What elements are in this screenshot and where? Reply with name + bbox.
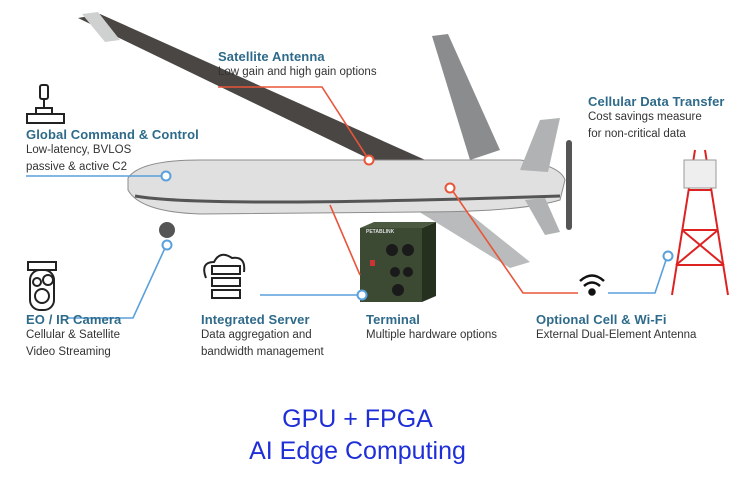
footer-line-1: GPU + FPGA: [282, 405, 433, 433]
global-command-label: Global Command & Control Low-latency, BV…: [26, 127, 199, 173]
wifi-orange-connector: [451, 189, 578, 294]
tail: [520, 118, 560, 172]
far-wing: [432, 34, 500, 160]
camera-connector: [68, 247, 166, 319]
cellular-data-label: Cellular Data Transfer Cost savings meas…: [588, 94, 725, 140]
integrated-server-label: Integrated Server Data aggregation and b…: [201, 312, 324, 358]
eo-ir-camera-label: EO / IR Camera Cellular & Satellite Vide…: [26, 312, 122, 358]
wifi-icon: [579, 274, 605, 296]
camera-turret: [159, 222, 175, 238]
wifi-blue-connector: [608, 259, 667, 294]
eo-ir-camera-icon: [27, 261, 57, 311]
terminal-brand: PETABLINK: [366, 229, 395, 235]
server-icon: [203, 253, 246, 299]
near-wing: [78, 14, 470, 198]
terminal-label: Terminal Multiple hardware options: [366, 312, 498, 341]
cell-wifi-label: Optional Cell & Wi-Fi External Dual-Elem…: [536, 312, 697, 341]
satellite-connector: [218, 86, 370, 161]
footer-line-2: AI Edge Computing: [249, 437, 466, 465]
satellite-antenna-label: Satellite Antenna Low gain and high gain…: [218, 49, 377, 78]
joystick-icon: [26, 84, 65, 124]
cell-tower-icon: [671, 149, 729, 296]
propeller: [566, 140, 572, 230]
terminal-box: [360, 222, 436, 302]
terminal-connector: [329, 204, 361, 276]
